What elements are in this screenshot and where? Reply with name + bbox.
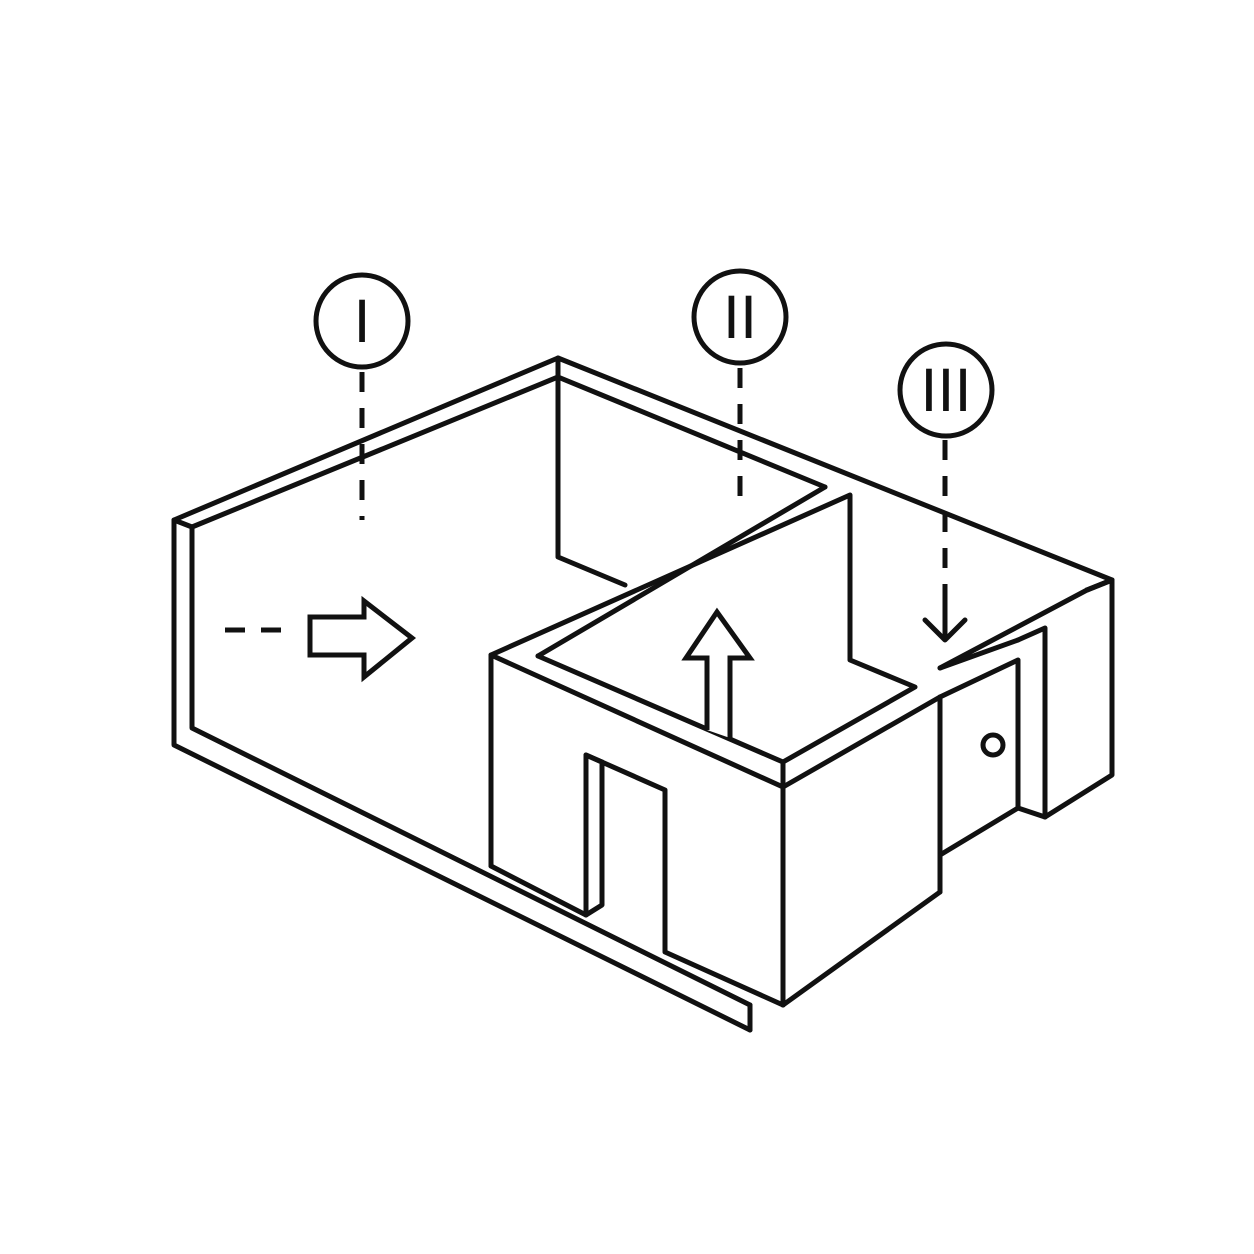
room-3-walls [937,577,1115,895]
arrow-down-icon [922,597,968,643]
outer-walls [171,355,1115,1033]
arrow-up-icon [681,607,755,738]
door-knob-icon [980,732,1006,758]
leader-lines [225,368,948,633]
badge-label-2: II [723,284,757,352]
badge-room-3: III [897,341,995,439]
badge-label-3: III [920,357,971,425]
badge-label-1: I [353,288,370,356]
arrow-right-icon [307,595,417,683]
room-2-block [488,484,943,1008]
badge-room-1: I [313,272,411,370]
badge-room-2: II [691,268,789,366]
